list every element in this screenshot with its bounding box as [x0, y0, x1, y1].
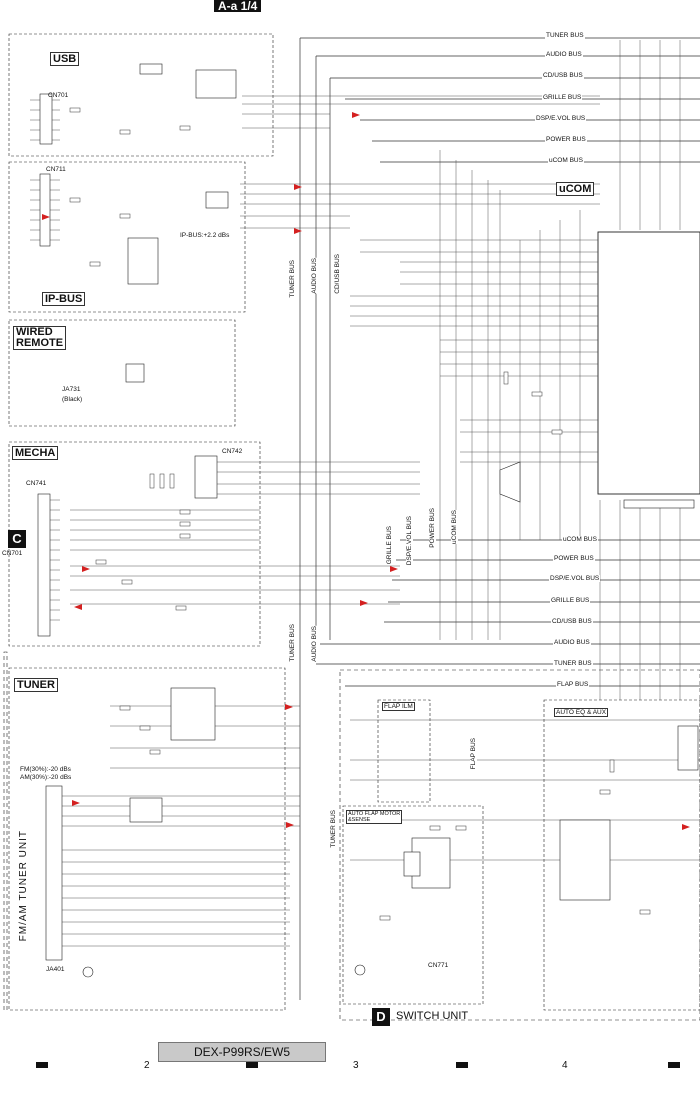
- bus-label-bottom-3: GRILLE BUS: [550, 597, 591, 604]
- flap-ilm-box: [377, 699, 431, 803]
- ipbus-section-box: [8, 161, 246, 313]
- switch-unit-label: SWITCH UNIT: [396, 1010, 469, 1022]
- bus-label-bottom-2: DSP/E.VOL BUS: [549, 575, 601, 582]
- left-unit-border: [3, 651, 8, 1011]
- fm-am-tuner-unit-label: FM/AM TUNER UNIT: [18, 830, 29, 942]
- cn711-label: CN711: [46, 166, 66, 173]
- vbus-tuner-2: TUNER BUS: [289, 624, 296, 662]
- ja401-label: JA401: [46, 966, 65, 973]
- vbus-power: POWER BUS: [429, 508, 436, 548]
- wired-remote-label: WIRED REMOTE: [13, 326, 67, 350]
- vbus-dspvol: DSP/E.VOL BUS: [406, 516, 413, 566]
- right-unit-box: [339, 669, 700, 1021]
- bus-label-top-5: POWER BUS: [545, 136, 587, 143]
- bus-label-bottom-1: POWER BUS: [553, 555, 595, 562]
- vbus-cdusb: CD/USB BUS: [334, 254, 341, 294]
- vbus-audio-1: AUDIO BUS: [311, 258, 318, 294]
- auto-flap-box: [342, 805, 484, 1005]
- bus-label-top-3: GRILLE BUS: [542, 94, 583, 101]
- ipbus-gain-note: IP-BUS:+2.2 dBs: [180, 232, 230, 239]
- flap-ilm-label: FLAP ILM: [382, 702, 415, 711]
- bus-label-top-2: CD/USB BUS: [542, 72, 584, 79]
- block-d-marker: D: [372, 1008, 390, 1026]
- cn771-label: CN771: [428, 962, 449, 969]
- vbus-ucom: uCOM BUS: [451, 510, 458, 544]
- vbus-audio-2: AUDIO BUS: [311, 626, 318, 662]
- ucom-section-label: uCOM: [556, 182, 595, 196]
- am-level-note: AM(30%):-20 dBs: [20, 774, 72, 781]
- ipbus-section-label: IP-BUS: [42, 292, 86, 306]
- bus-label-top-0: TUNER BUS: [545, 32, 585, 39]
- bus-label-bottom-0: uCOM BUS: [562, 536, 598, 543]
- bus-label-bottom-7: FLAP BUS: [556, 681, 590, 688]
- block-c-marker: C: [8, 530, 26, 548]
- bus-label-top-1: AUDIO BUS: [545, 51, 583, 58]
- cn742-label: CN742: [222, 448, 243, 455]
- ja731-black-label: (Black): [62, 396, 83, 403]
- bus-label-top-4: DSP/E.VOL BUS: [535, 115, 587, 122]
- bus-label-bottom-6: TUNER BUS: [553, 660, 593, 667]
- mecha-section-label: MECHA: [12, 446, 59, 460]
- usb-section-box: [8, 33, 274, 157]
- ucom-ic: [597, 231, 700, 495]
- model-number: DEX-P99RS/EW5: [158, 1042, 326, 1062]
- page-col-4: 4: [562, 1060, 568, 1071]
- auto-eq-box: [543, 699, 700, 1011]
- vbus-flap: FLAP BUS: [470, 738, 477, 770]
- bus-label-top-6: uCOM BUS: [548, 157, 584, 164]
- cn741-label: CN741: [26, 480, 47, 487]
- ja731-label: JA731: [62, 386, 81, 393]
- page-col-2: 2: [144, 1060, 150, 1071]
- vbus-tuner-3: TUNER BUS: [330, 810, 337, 848]
- cn701-label: CN701: [48, 92, 69, 99]
- fm-level-note: FM(30%):-20 dBs: [20, 766, 71, 773]
- page-header: A-a 1/4: [214, 0, 262, 12]
- tuner-box: [8, 667, 286, 1011]
- page-col-3: 3: [353, 1060, 359, 1071]
- footer-mark-1: [36, 1062, 48, 1068]
- vbus-grille: GRILLE BUS: [386, 526, 393, 565]
- footer-mark-4: [668, 1062, 680, 1068]
- auto-eq-label: AUTO EQ & AUX: [554, 708, 609, 717]
- footer-mark-3: [456, 1062, 468, 1068]
- bus-label-bottom-5: AUDIO BUS: [553, 639, 591, 646]
- usb-section-label: USB: [50, 52, 80, 66]
- wired-remote-box: [8, 319, 236, 427]
- bus-label-bottom-4: CD/USB BUS: [551, 618, 593, 625]
- c-cn701-label: CN701: [2, 550, 23, 557]
- tuner-section-label: TUNER: [14, 678, 58, 692]
- footer-mark-2: [246, 1062, 258, 1068]
- auto-flap-label: AUTO FLAP MOTOR &SENSE: [346, 810, 403, 824]
- vbus-tuner-1: TUNER BUS: [289, 260, 296, 298]
